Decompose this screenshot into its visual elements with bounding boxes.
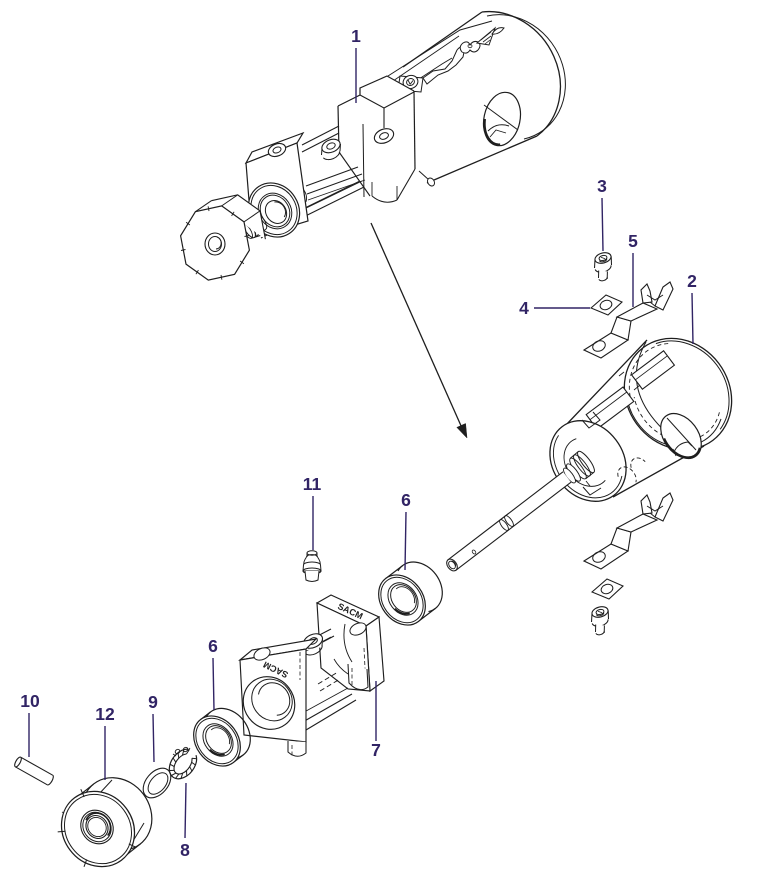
svg-text:9: 9 [148, 692, 158, 712]
svg-text:8: 8 [180, 840, 190, 860]
svg-text:10: 10 [20, 691, 40, 711]
svg-text:7: 7 [371, 740, 381, 760]
svg-text:6: 6 [401, 490, 411, 510]
svg-text:12: 12 [95, 704, 115, 724]
svg-text:6: 6 [208, 636, 218, 656]
svg-text:2: 2 [687, 271, 697, 291]
svg-text:1: 1 [351, 26, 361, 46]
svg-text:4: 4 [519, 298, 529, 318]
svg-text:3: 3 [597, 176, 607, 196]
svg-text:11: 11 [303, 474, 322, 494]
svg-text:5: 5 [628, 231, 638, 251]
